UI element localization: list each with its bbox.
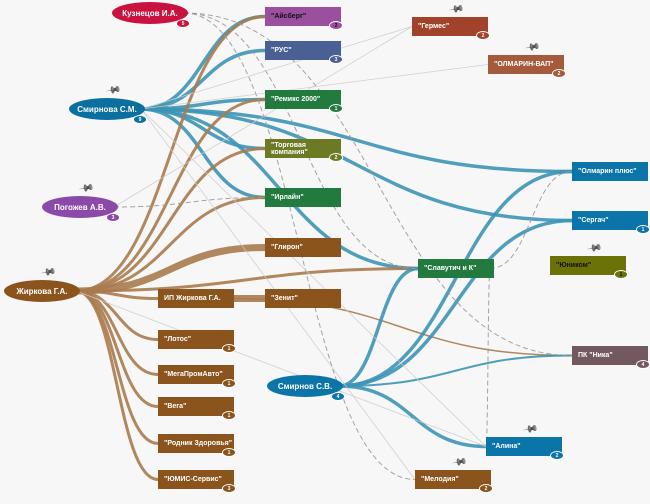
node-label: "Ирлайн" — [271, 194, 304, 201]
node-label: "ОЛМАРИН-ВАП" — [494, 61, 554, 68]
edge-slav-alina — [485, 268, 491, 447]
node-label: "Торговая компания" — [271, 141, 308, 156]
node-label: "Вега" — [164, 403, 187, 410]
node-lotos[interactable]: "Лотос" 1 — [158, 330, 236, 353]
node-olmplus[interactable]: "Олмарин плюс" — [572, 162, 648, 181]
node-germes[interactable]: "Гермес"2📌 — [412, 1, 490, 40]
node-melodia[interactable]: "Мелодия"2📌 — [415, 454, 493, 493]
node-remiks[interactable]: "Ремикс 2000" 1 — [265, 90, 343, 113]
node-yunikom[interactable]: "Юником"1📌 — [550, 240, 628, 279]
node-zhirkova[interactable]: Жиркова Г.А.📌 — [4, 264, 80, 302]
node-torg[interactable]: "Торговая компания" 2 — [265, 139, 343, 162]
node-badge: 9 — [133, 115, 147, 124]
edge-smirnova-olmplus — [140, 107, 573, 174]
node-vega[interactable]: "Вега" 1 — [158, 397, 236, 420]
node-label: Погожев А.В. — [54, 202, 106, 212]
node-label: "Гермес" — [418, 23, 450, 30]
node-rus[interactable]: "РУС" 3 — [265, 41, 343, 64]
node-badge: 2 — [329, 153, 343, 162]
node-label: Смирнов С.В. — [277, 381, 333, 391]
node-label: "Олмарин плюс" — [578, 168, 637, 175]
edge-zhirkova-remiks — [75, 98, 266, 293]
node-badge: 2 — [550, 451, 564, 460]
node-label: "РУС" — [271, 47, 292, 54]
edge-smirnova-alina — [140, 108, 487, 447]
node-kuznetsov[interactable]: Кузнецов И.А.5 — [112, 2, 190, 28]
node-smirnova[interactable]: Смирнова С.М.9📌 — [69, 82, 147, 124]
edge-zhirkova-torg — [75, 147, 266, 293]
node-badge: 5 — [176, 19, 190, 28]
edge-kuznetsov-nika — [183, 12, 573, 356]
node-label: ИП Жиркова Г.А. — [164, 295, 221, 302]
node-badge: 1 — [222, 379, 236, 388]
edge-zhirkova-alina — [75, 290, 487, 447]
node-label: Жиркова Г.А. — [16, 286, 68, 296]
node-mega[interactable]: "МегаПромАвто"1 — [158, 365, 236, 388]
node-label: "Глирон" — [271, 244, 303, 251]
node-label: "Мелодия" — [421, 476, 459, 483]
node-nika[interactable]: ПК "Ника" 4 — [572, 346, 650, 369]
node-badge: 1 — [614, 270, 628, 279]
edge-zhirkova-slav — [75, 267, 419, 293]
node-ip[interactable]: ИП Жиркова Г.А. — [158, 289, 234, 308]
node-gliron[interactable]: "Глирон" — [265, 238, 341, 257]
node-badge: 1 — [636, 225, 650, 234]
edge-slav-olmplus — [489, 171, 573, 269]
node-rodnik[interactable]: "Родник Здоровья"1 — [158, 434, 236, 457]
node-label: "Алина" — [492, 443, 521, 450]
node-alina[interactable]: "Алина"2📌 — [486, 421, 564, 460]
node-badge: 2 — [476, 31, 490, 40]
node-badge: 4 — [636, 360, 650, 369]
node-olmvap[interactable]: "ОЛМАРИН-ВАП"2📌 — [488, 39, 566, 78]
node-badge: 3 — [222, 484, 236, 493]
edge-smirnov-slav — [338, 266, 419, 388]
node-badge: 1 — [222, 448, 236, 457]
edge-zhirkova-aisberg — [75, 15, 266, 293]
edge-smirnov-nika — [338, 354, 573, 387]
node-label: "Родник Здоровья" — [164, 440, 233, 447]
node-label: "Айсберг" — [271, 13, 307, 20]
edge-smirnova-sergach — [140, 107, 573, 223]
node-label: "Юником" — [556, 262, 592, 269]
node-aisberg[interactable]: "Айсберг" 2 — [265, 7, 343, 30]
node-badge: 2 — [329, 21, 343, 30]
node-badge: 2 — [552, 69, 566, 78]
node-label: "МегаПромАвто" — [164, 371, 223, 378]
edge-smirnova-germes — [140, 26, 413, 110]
node-badge: 3 — [106, 213, 120, 222]
edge-smirnov-olmplus — [338, 169, 573, 388]
edge-zhirkova-gliron — [75, 244, 266, 295]
node-label: Кузнецов И.А. — [122, 8, 178, 18]
node-sergach[interactable]: "Сергач" 1 — [572, 211, 650, 234]
node-smirnov[interactable]: Смирнов С.В.4 — [267, 375, 345, 401]
node-badge: 3 — [329, 55, 343, 64]
node-badge: 2 — [479, 484, 493, 493]
node-badge: 1 — [222, 344, 236, 353]
node-pogozhev[interactable]: Погожев А.В.3📌 — [42, 180, 120, 222]
edge-smirnov-alina — [338, 384, 487, 449]
node-label: Смирнова С.М. — [77, 104, 137, 114]
node-badge: 4 — [331, 392, 345, 401]
node-label: "Сергач" — [578, 217, 609, 224]
node-label: "Зенит" — [271, 295, 298, 302]
edge-smirnov-sergach — [338, 218, 573, 388]
edge-pogozhev-irlain — [113, 197, 266, 208]
node-label: ПК "Ника" — [578, 352, 613, 359]
node-badge: 1 — [222, 411, 236, 420]
node-slav[interactable]: "Славутич и К" — [418, 259, 494, 278]
node-yumis[interactable]: "ЮМИС-Сервис"3 — [158, 470, 236, 493]
node-label: "Лотос" — [164, 336, 192, 343]
edge-kuznetsov-slav — [183, 12, 419, 269]
edge-zhirkova-yumis — [75, 289, 159, 481]
edge-pogozhev-germes — [113, 26, 413, 208]
node-label: "ЮМИС-Сервис" — [164, 476, 222, 483]
edge-smirnova-olmvap — [140, 64, 489, 110]
node-zenit[interactable]: "Зенит" — [265, 289, 341, 308]
node-label: "Ремикс 2000" — [271, 96, 321, 103]
node-label: "Славутич и К" — [424, 265, 477, 272]
node-irlain[interactable]: "Ирлайн" — [265, 188, 341, 207]
node-badge: 1 — [329, 104, 343, 113]
